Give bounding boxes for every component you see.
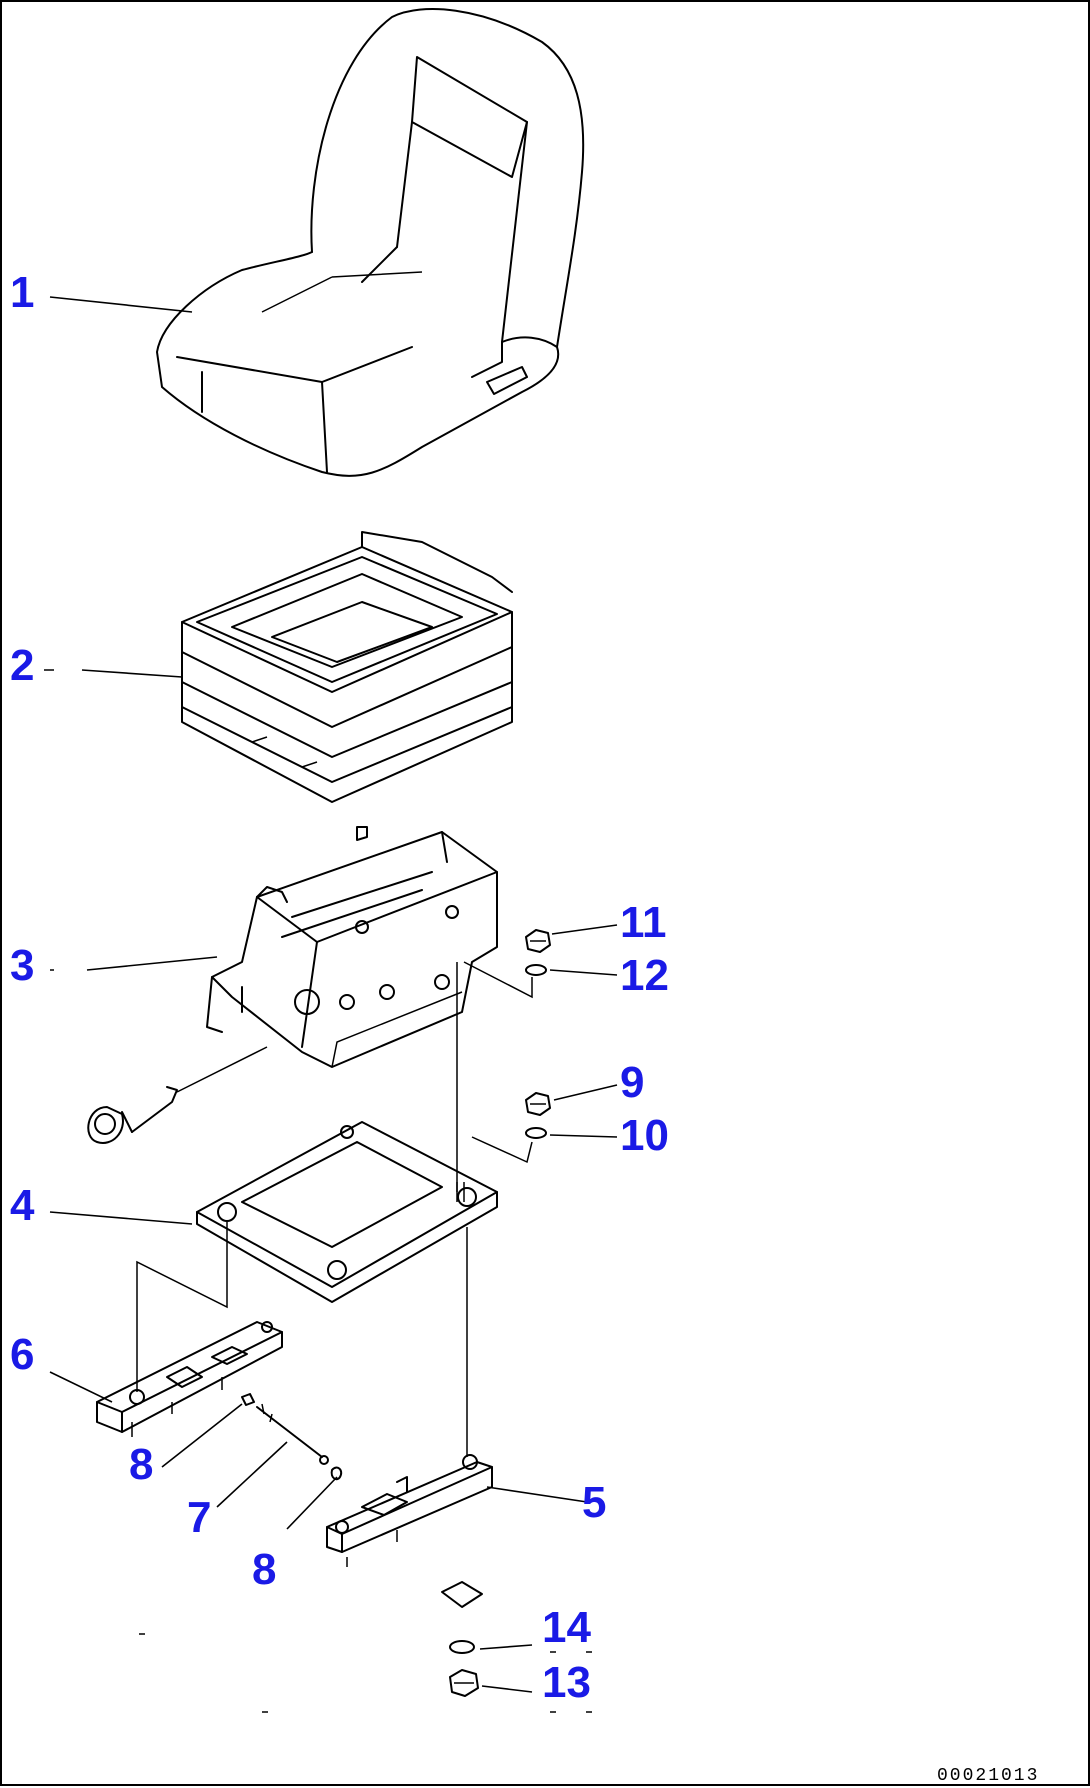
- callout-12: 12: [620, 951, 669, 1000]
- callout-2: 2: [10, 641, 34, 690]
- callout-10: 10: [620, 1111, 669, 1160]
- washer-12-part: [525, 964, 547, 976]
- callout-8b: 8: [252, 1545, 276, 1594]
- suspension-part: [206, 826, 498, 1068]
- clip-8-part: [241, 1393, 343, 1481]
- callout-1: 1: [10, 268, 34, 317]
- mounting-plate-part: [196, 1121, 498, 1303]
- right-rail-part: [326, 1454, 493, 1567]
- washer-14-part: [449, 1640, 475, 1654]
- callout-8a: 8: [129, 1440, 153, 1489]
- left-rail-part: [96, 1321, 283, 1437]
- nut-13-part: [449, 1669, 479, 1697]
- callout-13: 13: [542, 1658, 591, 1707]
- callout-6: 6: [10, 1330, 34, 1379]
- callout-3: 3: [10, 941, 34, 990]
- pin-7-part: [256, 1403, 329, 1465]
- bellows-part: [181, 531, 513, 803]
- callout-5: 5: [582, 1478, 606, 1527]
- callouts: 1 2 3 4 6 8 7 8 5 11 12 9 10 14 13: [10, 268, 669, 1707]
- callout-7: 7: [187, 1493, 211, 1542]
- nut-9-part: [525, 1092, 551, 1116]
- drawing-number: 00021013: [937, 1766, 1039, 1786]
- assembly-lines: [136, 961, 533, 1457]
- seat-part: [156, 8, 585, 477]
- leader-lines: [44, 296, 618, 1713]
- callout-14: 14: [542, 1603, 591, 1652]
- nut-11-part: [525, 929, 551, 953]
- adjuster-knob-part: [87, 1046, 268, 1144]
- callout-4: 4: [10, 1181, 35, 1230]
- plate-under-rail-part: [441, 1581, 483, 1608]
- callout-11: 11: [620, 898, 667, 947]
- washer-10-part: [525, 1127, 547, 1139]
- callout-9: 9: [620, 1058, 644, 1107]
